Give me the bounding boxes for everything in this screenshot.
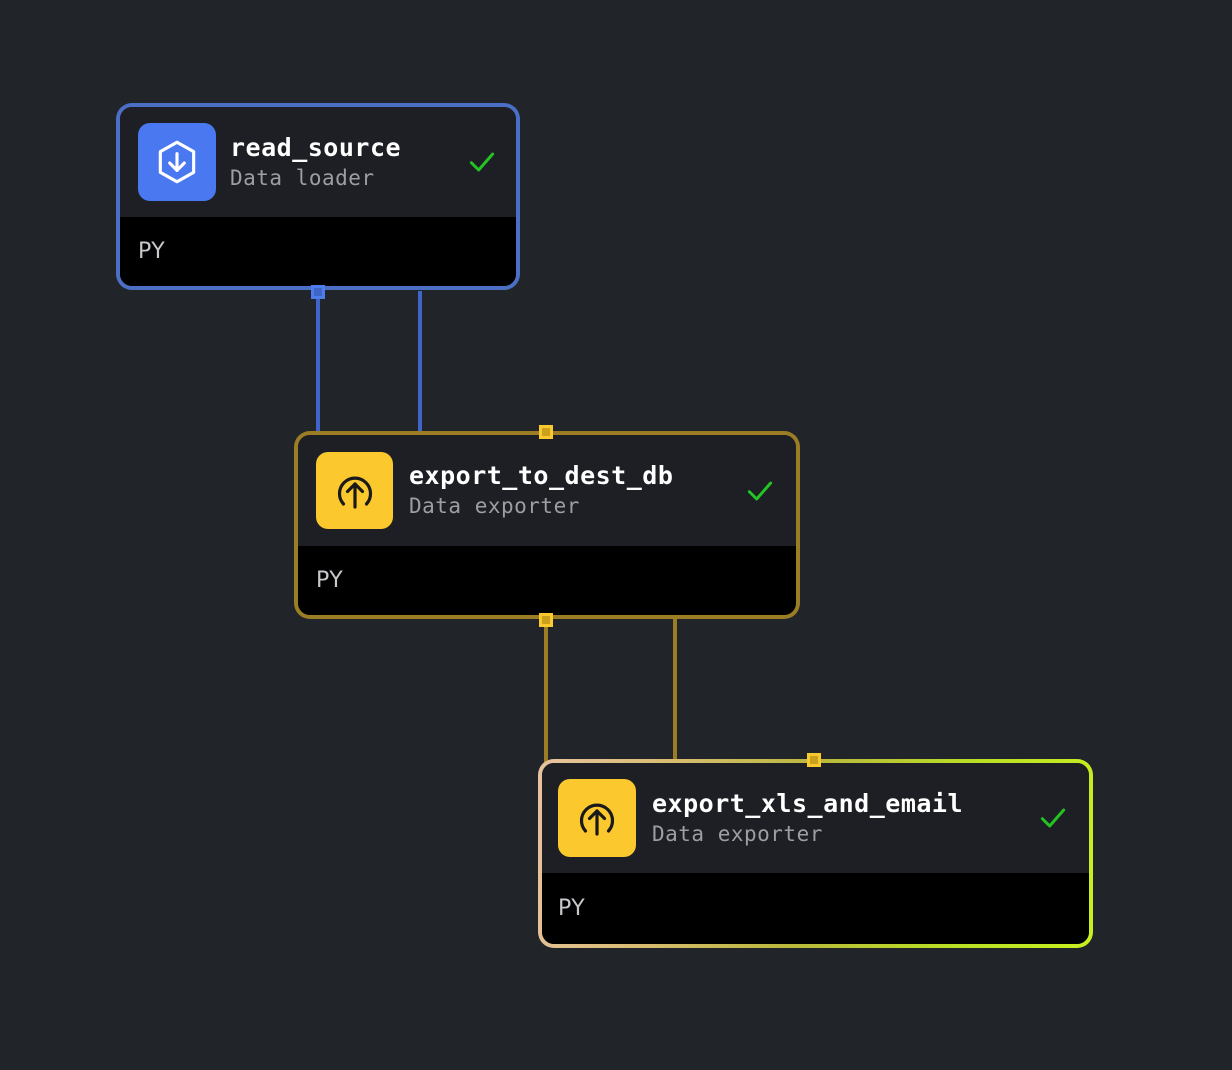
- node-subtitle: Data exporter: [652, 821, 823, 846]
- check-icon: [1037, 802, 1069, 834]
- node-header: read_source Data loader: [120, 107, 516, 217]
- arc-upload-icon: [316, 452, 393, 529]
- port-export-xls-in[interactable]: [807, 753, 821, 767]
- node-body: export_xls_and_email Data exporter PY: [542, 763, 1089, 944]
- node-header: export_to_dest_db Data exporter: [298, 435, 796, 546]
- edge-export-dest-to-export-xls: [544, 619, 814, 767]
- node-text-block: export_to_dest_db Data exporter: [409, 462, 728, 519]
- node-title: read_source: [230, 132, 402, 162]
- language-label: PY: [138, 239, 166, 264]
- node-text-block: export_xls_and_email Data exporter: [652, 788, 1021, 847]
- check-icon: [466, 146, 498, 178]
- node-code-panel[interactable]: PY: [542, 873, 1089, 944]
- port-export-dest-out[interactable]: [539, 613, 553, 627]
- node-subtitle: Data loader: [230, 165, 375, 190]
- port-read-source-out[interactable]: [311, 285, 325, 299]
- node-title: export_xls_and_email: [652, 788, 964, 818]
- hexagon-download-icon: [138, 123, 216, 201]
- port-export-dest-in[interactable]: [539, 425, 553, 439]
- node-body: export_to_dest_db Data exporter PY: [298, 435, 796, 615]
- node-body: read_source Data loader PY: [120, 107, 516, 286]
- node-text-block: read_source Data loader: [230, 132, 452, 191]
- node-header: export_xls_and_email Data exporter: [542, 763, 1089, 873]
- language-label: PY: [316, 568, 344, 593]
- pipeline-node-read-source[interactable]: read_source Data loader PY: [116, 103, 520, 290]
- node-subtitle: Data exporter: [409, 494, 580, 519]
- check-icon: [744, 475, 776, 507]
- language-label: PY: [558, 896, 586, 921]
- pipeline-node-export-to-dest-db[interactable]: export_to_dest_db Data exporter PY: [294, 431, 800, 619]
- pipeline-node-export-xls-and-email[interactable]: export_xls_and_email Data exporter PY: [538, 759, 1093, 948]
- arc-upload-icon: [558, 779, 636, 857]
- node-code-panel[interactable]: PY: [298, 546, 796, 615]
- node-title: export_to_dest_db: [409, 461, 674, 491]
- edge-read-source-to-export-dest: [316, 291, 530, 439]
- node-code-panel[interactable]: PY: [120, 217, 516, 286]
